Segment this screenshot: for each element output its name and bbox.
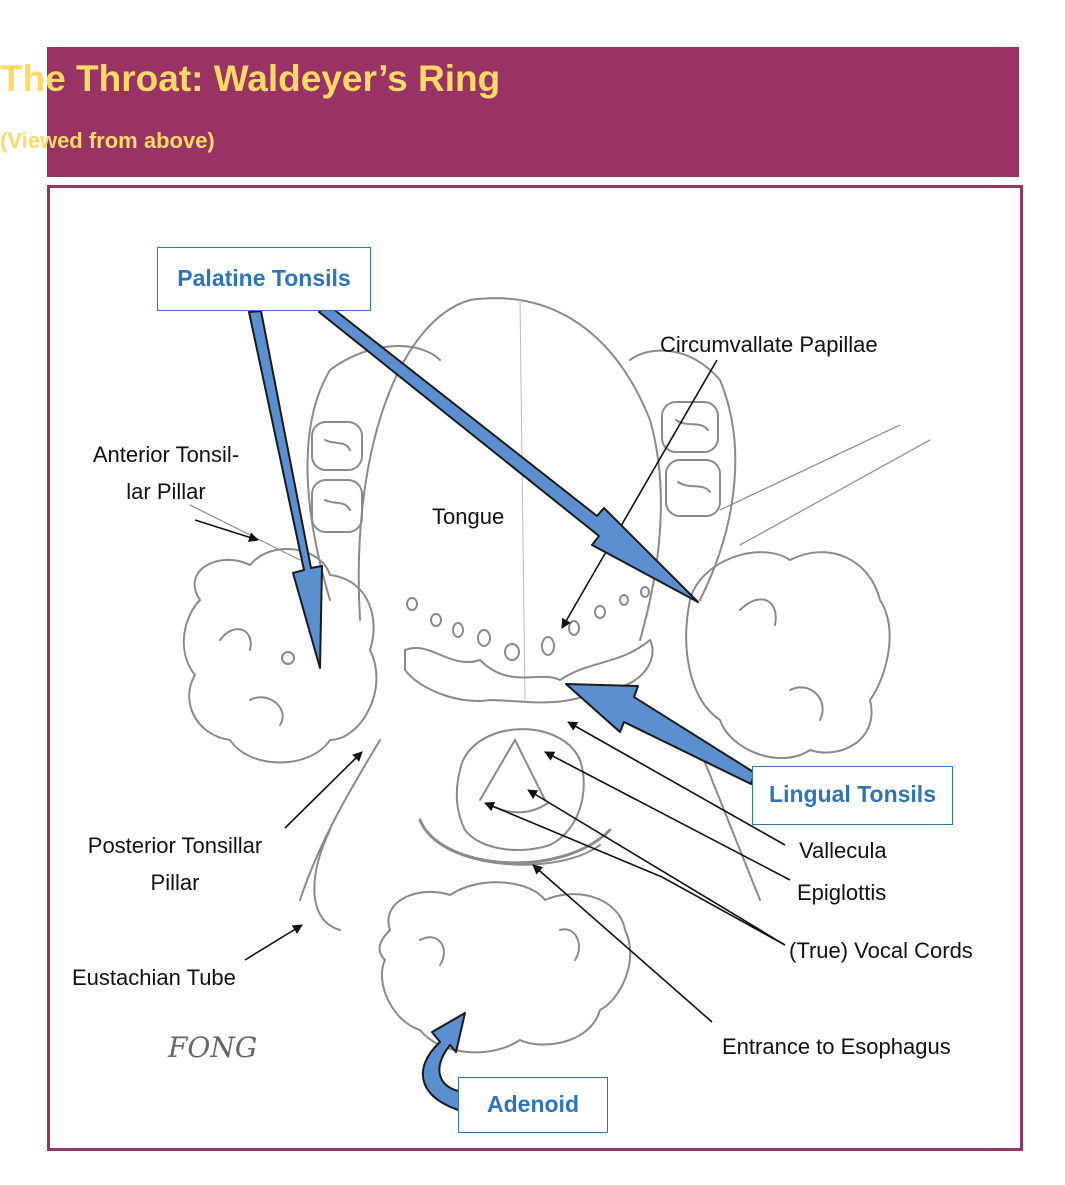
title-banner [47,47,1019,177]
lingual-tonsils-label: Lingual Tonsils [769,781,936,807]
tongue-outline [357,297,662,641]
vallecula-label: Vallecula [799,838,887,863]
circumvallate-papillae-label: Circumvallate Papillae [660,332,878,357]
esophagus-sketch [418,818,612,865]
molar [311,421,363,471]
leader-vocal-cords-1 [527,789,786,946]
artist-signature: FONG [167,1031,257,1064]
leader-lines [194,359,791,1023]
page-title: The Throat: Waldeyer’s Ring [0,58,501,99]
tongue-label: Tongue [432,504,505,529]
leader-esophagus [532,864,713,1023]
adenoid-label: Adenoid [487,1091,579,1117]
leader-anterior-pillar [194,519,259,543]
posterior-pillar-line1: Posterior Tonsillar [87,833,263,858]
leader-vocal-cords-join [661,876,786,946]
adenoid-arrow [421,1012,466,1113]
esophagus-entrance-label: Entrance to Esophagus [722,1034,951,1059]
leader-circumvallate [561,359,718,629]
lingual-tonsils-sketch [404,638,654,704]
posterior-pillar-label: Posterior Tonsillar Pillar [64,830,286,898]
anterior-pillar-line2: lar Pillar [126,479,206,504]
circumvallate-papillae [406,586,650,661]
callout-arrows [248,303,756,1113]
vocal-cords-label: (True) Vocal Cords [789,938,973,963]
leader-epiglottis [544,751,791,881]
palatine-arrow-right [318,303,699,603]
vocal-cords-sketch [479,737,546,801]
adenoid-sketch [378,881,632,1054]
leader-vocal-cords-2 [484,801,663,878]
anterior-pillar-label: Anterior Tonsil- lar Pillar [66,439,266,507]
molar [665,459,721,517]
right-palatine-tonsil [685,551,891,759]
left-palatine-tonsil [182,548,378,764]
illustration-frame [47,185,1023,1151]
molar [311,479,363,533]
epiglottis-sketch [455,728,585,851]
eustachian-tube-sketch [313,829,341,931]
anterior-pillar-line1: Anterior Tonsil- [92,442,240,467]
epiglottis-label: Epiglottis [797,880,887,905]
posterior-pillar-line2: Pillar [150,870,200,895]
leader-eustachian [244,924,303,961]
eustachian-tube-label: Eustachian Tube [72,965,236,990]
pencil-sketch [182,297,931,1054]
lingual-tonsils-callout: Lingual Tonsils [752,766,953,825]
palatine-tonsils-label: Palatine Tonsils [177,265,351,291]
molar [661,401,719,453]
lingual-arrow [565,683,756,785]
leader-posterior-pillar [284,751,363,829]
page-subtitle: (Viewed from above) [0,128,215,153]
palatine-arrow-left [248,310,323,669]
adenoid-callout: Adenoid [458,1077,608,1133]
leader-vallecula [567,721,786,846]
palatine-tonsils-callout: Palatine Tonsils [157,247,371,311]
